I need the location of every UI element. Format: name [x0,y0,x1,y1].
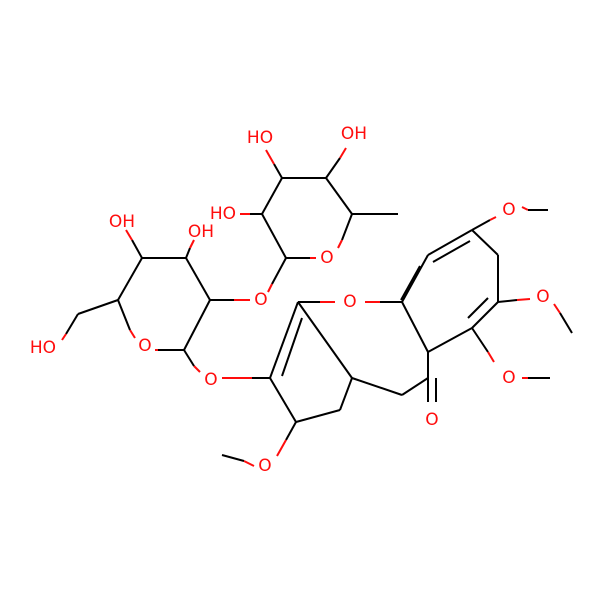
bond [189,239,195,249]
bond [401,254,429,303]
hydroxyl-label: HO [247,128,273,148]
bond [271,257,287,285]
bond [267,283,273,293]
bond [471,301,499,329]
bond [427,229,473,256]
hydroxyl-label: OH [109,212,135,232]
bond [221,454,245,462]
bond [273,163,283,179]
bond [339,377,353,411]
bond [471,219,491,231]
bond [489,216,497,221]
bond [243,460,255,467]
ring-oxygen-label: O [138,336,151,356]
bond [471,327,489,353]
bond [269,377,297,423]
bond [401,377,429,396]
bond [185,257,211,301]
bond [269,301,299,379]
bond [276,439,287,457]
bond [183,349,195,367]
bond [351,377,403,396]
bond [325,157,341,179]
bond [183,299,211,351]
bond [427,327,473,353]
bond [497,299,518,303]
carbonyl-oxygen-label: O [425,410,438,430]
bond [61,333,67,341]
bond [125,229,133,241]
bond [285,421,297,441]
bond [131,239,143,259]
bond [337,239,343,249]
hydroxyl-label: HO [30,338,56,358]
methoxy-oxygen-label: O [258,456,271,476]
bond [432,240,471,263]
bond [295,409,341,423]
bond [265,149,275,165]
bond [521,206,529,211]
bond [129,329,136,339]
bonds [61,147,573,467]
bond [117,299,131,331]
bond [516,298,531,301]
bond [185,247,191,259]
bond [281,317,303,377]
hydroxyl-label: OH [188,222,214,242]
bond [487,351,495,363]
glycosidic-oxygen-label: O [204,370,217,390]
bond [559,312,573,334]
glycosidic-oxygen-label: O [254,290,267,310]
bond [341,213,353,241]
hydroxyl-label: HO [210,204,236,224]
bond [401,301,429,353]
hydroxyl-label: OH [341,124,367,144]
bond [467,297,489,319]
bond [261,213,287,259]
bond [261,177,283,215]
atom-labels: O O O O O O O O O O HO OH OH HO HO OH [30,124,550,476]
bond [297,301,353,379]
ring-oxygen-label: O [320,248,333,268]
methoxy-oxygen-label: O [536,287,549,307]
methoxy-oxygen-label: O [502,368,515,388]
bond [471,229,499,256]
bond [339,147,347,159]
bond [117,257,143,301]
bond [400,265,421,301]
bond [193,365,201,373]
bond [77,299,119,315]
bond [65,313,79,335]
bond [325,177,353,215]
methoxy-oxygen-label: O [502,200,515,220]
ring-oxygen-label: O [343,292,356,312]
bond [553,303,561,314]
